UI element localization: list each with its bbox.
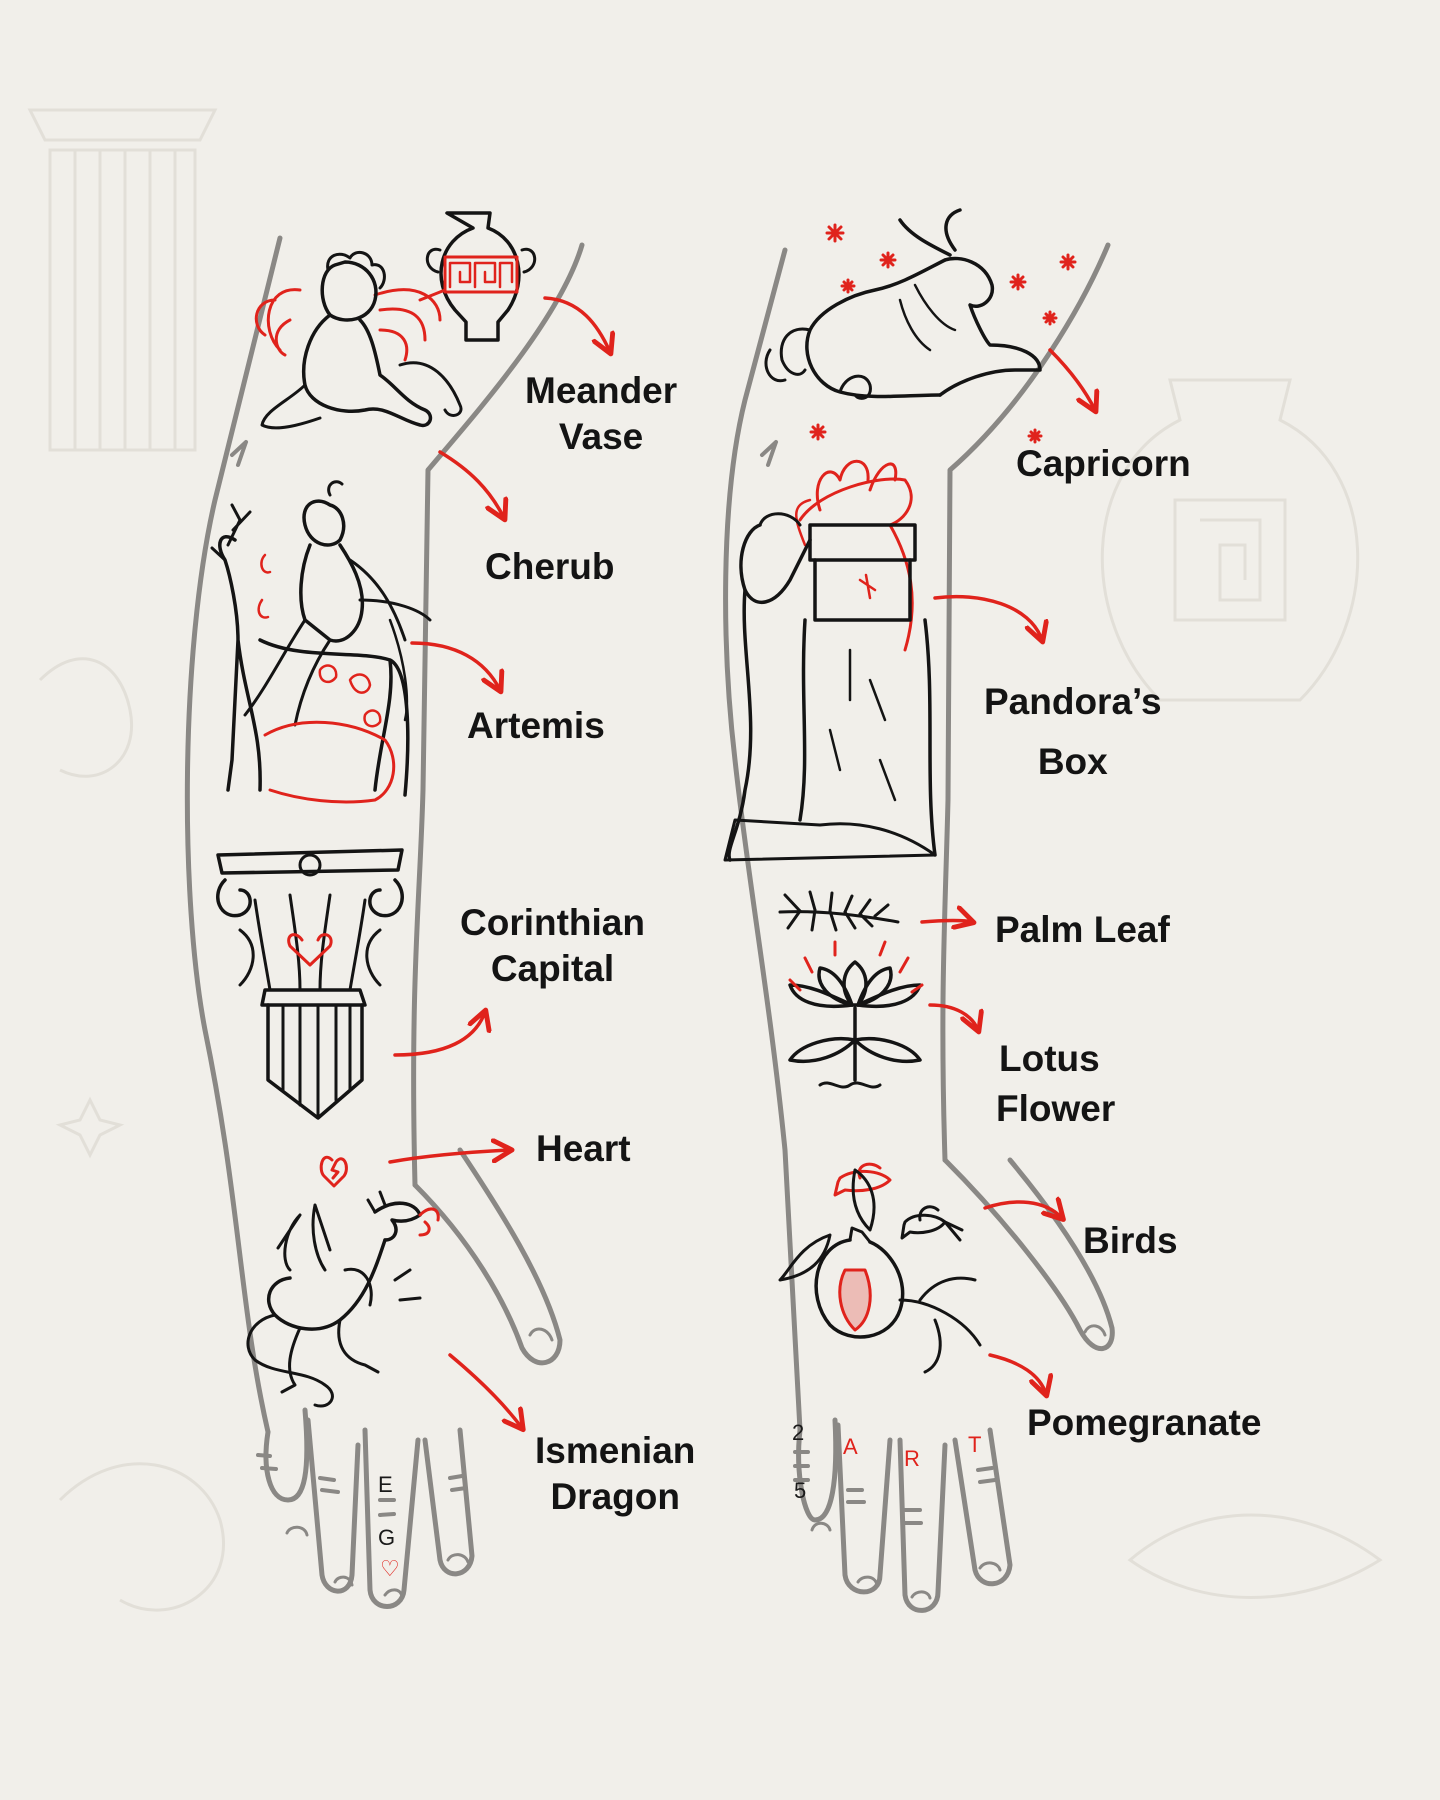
arrow-pomegranate	[988, 1353, 1046, 1394]
label-line: Heart	[536, 1128, 631, 1169]
knuckle-letter-e: E	[378, 1472, 393, 1497]
watermark-swirl-icon	[58, 1462, 225, 1612]
watermark-leaf-icon	[1127, 1513, 1383, 1599]
label-line: Capricorn	[1016, 443, 1191, 484]
meander-vase-illustration	[425, 211, 537, 342]
heart-illustration	[319, 1155, 348, 1188]
lotus-flower-illustration	[788, 940, 924, 1089]
palm-leaf-illustration	[778, 890, 900, 932]
left-arm-outline	[184, 235, 585, 1609]
label-capricorn: Capricorn	[1016, 441, 1191, 487]
label-artemis: Artemis	[467, 703, 605, 749]
capricorn-illustration	[764, 208, 1042, 400]
label-line: Dragon	[550, 1476, 680, 1517]
label-heart: Heart	[536, 1126, 631, 1172]
label-pandoras-box: Pandora’s Box	[984, 672, 1162, 792]
background-watermark-pattern	[27, 108, 1383, 1612]
label-line: Artemis	[467, 705, 605, 746]
arrow-pandoras-box	[933, 594, 1042, 640]
arrow-palm-leaf	[920, 921, 972, 923]
label-corinthian-capital: Corinthian Capital	[460, 900, 645, 992]
label-cherub: Cherub	[485, 544, 615, 590]
left-hand-detail-lines	[256, 1327, 554, 1598]
label-line: Box	[1037, 741, 1108, 782]
arrow-corinthian-capital	[393, 1012, 485, 1057]
label-line: Corinthian	[460, 902, 645, 943]
knuckle-letter-g: G	[378, 1525, 396, 1550]
ismenian-dragon-illustration	[246, 1190, 440, 1408]
pandoras-box-illustration	[723, 459, 937, 862]
arrow-meander-vase	[543, 296, 610, 352]
label-pomegranate: Pomegranate	[1027, 1400, 1261, 1446]
arrow-lotus-flower	[928, 1003, 978, 1030]
knuckle-letter-a: A	[843, 1434, 858, 1459]
label-ismenian-dragon: Ismenian Dragon	[535, 1428, 695, 1520]
label-line: Palm Leaf	[995, 909, 1170, 950]
label-lotus-flower: Lotus Flower	[996, 1034, 1115, 1134]
knuckle-letter-t: T	[968, 1432, 982, 1457]
arrow-birds	[983, 1202, 1062, 1218]
knuckle-letter-r: R	[904, 1446, 920, 1471]
arrow-ismenian-dragon	[448, 1353, 522, 1428]
label-line: Cherub	[485, 546, 615, 587]
label-line: Ismenian	[535, 1430, 696, 1471]
arrow-heart	[388, 1150, 510, 1164]
label-meander-vase: Meander Vase	[525, 368, 677, 460]
knuckle-number-5: 5	[794, 1478, 807, 1503]
callout-arrows	[388, 296, 1095, 1428]
artemis-illustration	[210, 480, 432, 804]
label-line: Vase	[558, 416, 644, 457]
label-line: Pandora’s	[984, 681, 1162, 722]
corinthian-capital-illustration	[216, 848, 404, 1120]
cherub-illustration	[254, 250, 463, 430]
right-hand-detail-lines	[793, 1324, 1107, 1600]
watermark-vase-icon	[1100, 378, 1360, 702]
watermark-star-icon	[55, 1096, 125, 1159]
pomegranate-illustration	[778, 1168, 982, 1374]
arrow-capricorn	[1048, 348, 1095, 410]
knuckle-heart-icon: ♡	[380, 1556, 400, 1581]
label-line: Pomegranate	[1027, 1402, 1262, 1443]
label-line: Birds	[1083, 1220, 1178, 1261]
label-line: Capital	[490, 948, 615, 989]
label-line: Flower	[996, 1088, 1116, 1129]
knuckle-number-2: 2	[792, 1420, 805, 1445]
arrow-artemis	[410, 641, 500, 690]
label-line: Meander	[525, 370, 678, 411]
label-palm-leaf: Palm Leaf	[995, 907, 1170, 953]
label-birds: Birds	[1083, 1218, 1178, 1264]
watermark-column-icon	[27, 108, 218, 452]
capricorn-stars	[809, 223, 1077, 444]
watermark-ornament-icon	[38, 657, 133, 778]
label-line: Lotus	[999, 1038, 1100, 1079]
arrow-cherub	[438, 450, 504, 518]
